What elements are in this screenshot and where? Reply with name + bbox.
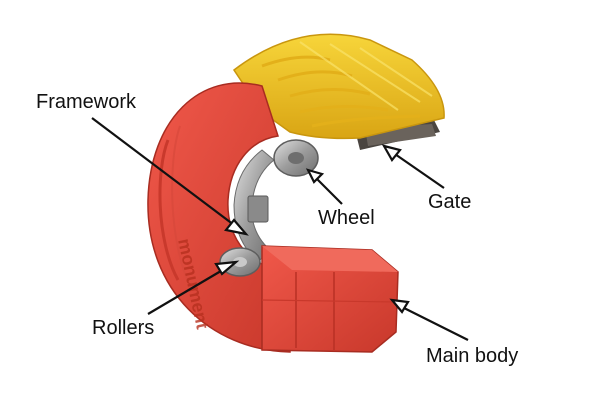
- framework-label: Framework: [36, 91, 137, 113]
- rollers-label: Rollers: [92, 317, 155, 339]
- gate-part: [232, 33, 445, 140]
- main-body-ring: monument: [147, 82, 293, 353]
- gate-label: Gate: [428, 191, 472, 213]
- main-body-label: Main body: [426, 345, 519, 367]
- main-body-block: [261, 245, 399, 353]
- arrow-icon: [305, 168, 343, 205]
- wheel-part: [273, 139, 319, 177]
- rollers-part: [219, 247, 261, 277]
- arrow-icon: [147, 260, 240, 315]
- wheel-label: Wheel: [318, 207, 375, 229]
- arrow-icon: [389, 298, 469, 341]
- arrow-icon: [91, 117, 249, 236]
- callout-arrows: [91, 117, 469, 341]
- arrow-icon: [381, 144, 445, 189]
